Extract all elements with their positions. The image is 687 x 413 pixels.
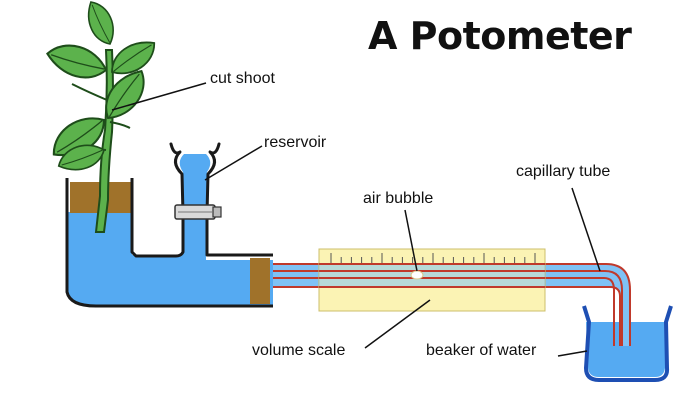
vessel-water: [68, 212, 273, 305]
tube-stopper: [250, 258, 270, 304]
reservoir-label: reservoir: [264, 134, 327, 151]
volume-scale-ticks: [330, 253, 536, 264]
reservoir-water: [179, 154, 211, 214]
air-bubble: [410, 270, 424, 280]
leaf-upper-right-vein: [113, 44, 152, 72]
leaf-top: [87, 1, 114, 45]
leaf-lower-left: [57, 144, 105, 171]
tap-clip-icon: [174, 204, 222, 220]
leaf-lower-left-vein: [61, 149, 103, 166]
volume-scale-label: volume scale: [252, 342, 346, 359]
leaf-mid-left-vein: [56, 120, 103, 153]
beaker-outline: [582, 305, 673, 382]
capillary-tube-outer-outline: [266, 277, 615, 346]
cut-shoot-leader: [111, 82, 207, 111]
air-bubble-leader: [404, 209, 418, 272]
cut-shoot-label: cut shoot: [210, 70, 275, 87]
beaker-water: [586, 322, 667, 377]
leaf-top-vein: [91, 4, 111, 43]
capillary-tube-label: capillary tube: [516, 163, 611, 180]
capillary-tube-leader: [571, 187, 601, 272]
capillary-tube-lower-outline: [266, 286, 621, 346]
beaker-leader: [557, 350, 588, 357]
volume-scale-leader: [364, 299, 431, 349]
reservoir-leader: [204, 145, 263, 181]
leaf-upper-right: [111, 41, 156, 75]
diagram-title: A Potometer: [368, 14, 632, 58]
leaf-upper-left-vein: [50, 54, 105, 70]
vessel-outline: [65, 178, 273, 308]
capillary-tube-inner-outline: [266, 270, 623, 346]
cut-shoot-plant-icon: [46, 1, 156, 233]
capillary-tube-top-outline: [266, 263, 631, 346]
beaker-of-water-label: beaker of water: [426, 342, 537, 359]
leaf-mid-right-vein: [108, 73, 140, 118]
reservoir-outline: [169, 142, 221, 216]
leaf-mid-right: [105, 69, 145, 120]
leaf-upper-left: [46, 44, 108, 79]
air-bubble-label: air bubble: [363, 190, 434, 207]
tube-over-scale: [319, 264, 545, 287]
